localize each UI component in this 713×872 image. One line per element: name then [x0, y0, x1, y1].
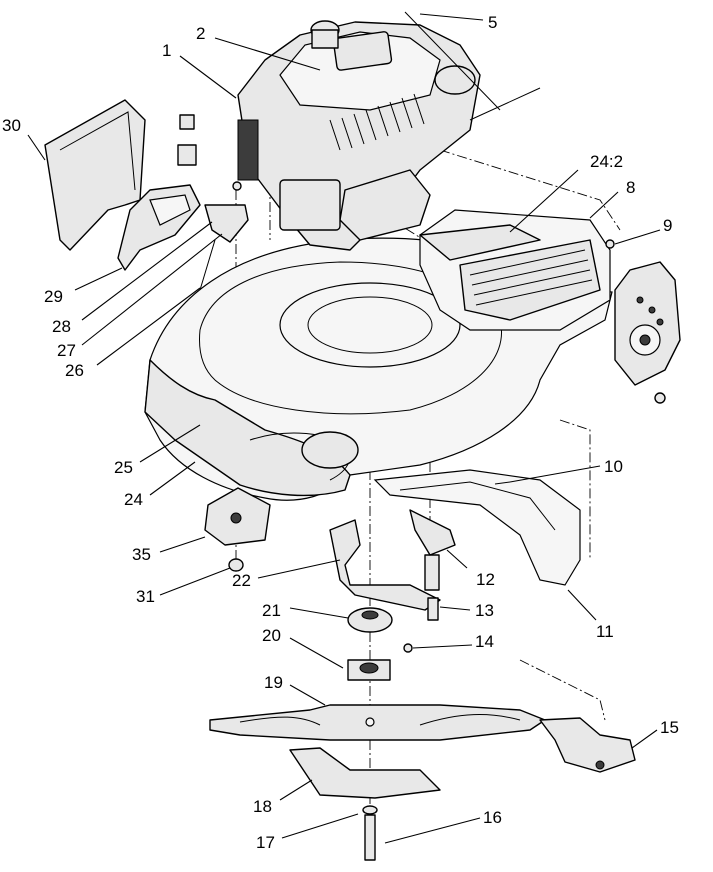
callout-labels: 1 2 5 30 24:2 8 9 29 28 27 26 25 24 10 3…: [2, 13, 679, 852]
mulch-plug: [539, 717, 636, 773]
callout-22: 22: [232, 571, 251, 590]
callout-24: 24: [124, 490, 143, 509]
callout-2: 2: [196, 24, 205, 43]
callout-29: 29: [44, 287, 63, 306]
callout-9: 9: [663, 216, 672, 235]
callout-28: 28: [52, 317, 71, 336]
callout-15: 15: [660, 718, 679, 737]
callout-19: 19: [264, 673, 283, 692]
callout-24-2: 24:2: [590, 152, 623, 171]
callout-8: 8: [626, 178, 635, 197]
callout-26: 26: [65, 361, 84, 380]
callout-10: 10: [604, 457, 623, 476]
callout-12: 12: [476, 570, 495, 589]
callout-11: 11: [596, 622, 614, 641]
callout-13: 13: [475, 601, 494, 620]
callout-20: 20: [262, 626, 281, 645]
callout-30: 30: [2, 116, 21, 135]
height-adjust-plate: [614, 261, 681, 404]
callout-1: 1: [162, 41, 171, 60]
baffle: [373, 469, 581, 586]
callout-18: 18: [253, 797, 272, 816]
callout-21: 21: [262, 601, 281, 620]
callout-25: 25: [114, 458, 133, 477]
callout-5: 5: [488, 13, 497, 32]
engine-assembly: [237, 11, 541, 251]
blade-drive-parts: [204, 487, 456, 681]
rear-chute: [419, 209, 615, 331]
blade-assembly: [209, 704, 546, 861]
callout-27: 27: [57, 341, 76, 360]
handle-bracket-parts: [44, 99, 249, 291]
callout-17: 17: [256, 833, 275, 852]
leader-lines: [27, 13, 661, 844]
callout-16: 16: [483, 808, 502, 827]
callout-14: 14: [475, 632, 494, 651]
callout-31: 31: [136, 587, 155, 606]
callout-35: 35: [132, 545, 151, 564]
